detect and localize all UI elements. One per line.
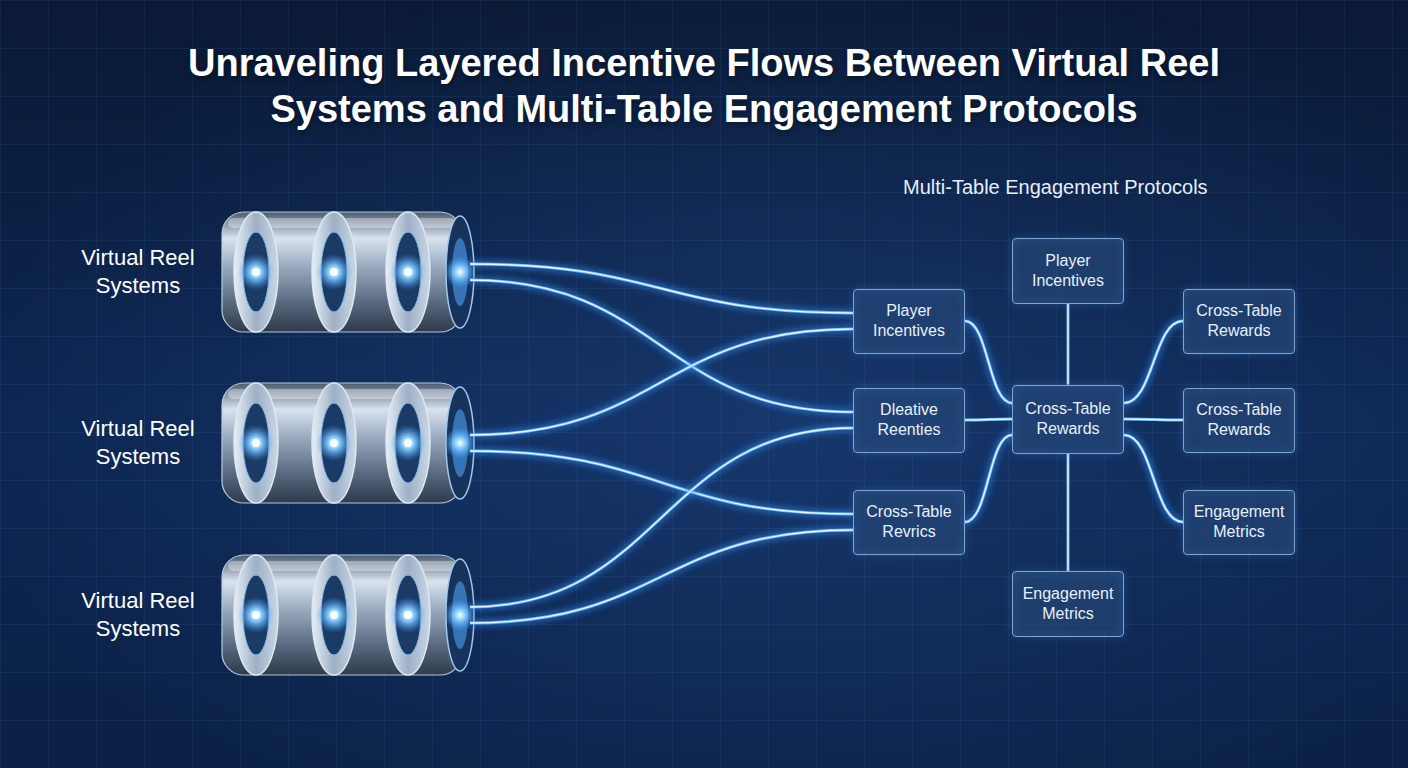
flow-core — [1124, 419, 1183, 420]
flow-core — [965, 419, 1012, 420]
flow-band — [1124, 321, 1183, 403]
flow-connector — [1124, 321, 1183, 403]
flow-glow — [1065, 454, 1072, 572]
flow-glow — [965, 321, 1012, 403]
reel-cylinder — [222, 555, 476, 675]
flow-band — [470, 530, 853, 623]
flow-glow — [965, 435, 1012, 522]
box-label: Dleative Reenties — [862, 400, 956, 440]
reel-cylinder — [222, 212, 476, 332]
flow-band — [1124, 419, 1183, 420]
flow-core — [1124, 435, 1183, 522]
flow-glow — [1124, 321, 1183, 403]
flow-core — [965, 435, 1012, 522]
protocol-box: Dleative Reenties — [853, 388, 965, 453]
flow-band — [965, 419, 1012, 420]
group-label: Multi-Table Engagement Protocols — [903, 176, 1208, 199]
flow-core — [470, 530, 853, 623]
box-label: Player Incentives — [1021, 251, 1115, 291]
diagram-title: Unraveling Layered Incentive Flows Betwe… — [114, 40, 1294, 133]
box-label: Cross-Table Rewards — [1192, 301, 1286, 341]
flow-glow — [1065, 304, 1072, 385]
protocol-box: Engagement Metrics — [1012, 571, 1124, 637]
flow-connector — [1124, 419, 1183, 420]
flow-connector — [1068, 454, 1069, 572]
protocol-box: Cross-Table Rewards — [1012, 385, 1124, 454]
flow-glow — [470, 280, 853, 412]
protocol-box: Player Incentives — [853, 289, 965, 354]
flow-core — [965, 321, 1012, 403]
flow-band — [470, 451, 853, 514]
reel-system: Virtual Reel Systems — [68, 207, 470, 337]
flow-band — [470, 280, 853, 412]
protocol-box: Player Incentives — [1012, 238, 1124, 304]
flow-connector — [1124, 435, 1183, 522]
flow-band — [1067, 304, 1070, 385]
flow-connector — [965, 419, 1012, 420]
reel-cylinder — [222, 383, 476, 503]
box-label: Cross-Table Rewards — [1021, 399, 1115, 439]
flow-glow — [470, 451, 853, 514]
flow-core — [470, 264, 853, 313]
reel-label: Virtual Reel Systems — [68, 244, 208, 300]
flow-connector — [470, 280, 853, 412]
flow-connector — [470, 451, 853, 514]
box-label: Engagement Metrics — [1021, 584, 1115, 624]
flow-band — [965, 321, 1012, 403]
flow-core — [1067, 454, 1068, 572]
reel-label: Virtual Reel Systems — [68, 587, 208, 643]
flow-connector — [470, 264, 853, 313]
flow-band — [470, 264, 853, 313]
flow-connector — [470, 329, 853, 435]
box-label: Cross-Table Revrics — [862, 502, 956, 542]
box-label: Player Incentives — [862, 301, 956, 341]
flow-band — [965, 435, 1012, 522]
title-block: Unraveling Layered Incentive Flows Betwe… — [0, 40, 1408, 133]
protocol-box: Cross-Table Revrics — [853, 490, 965, 555]
flow-glow — [470, 329, 853, 435]
flow-band — [1124, 435, 1183, 522]
reel-system: Virtual Reel Systems — [68, 550, 470, 680]
flow-core — [1067, 304, 1068, 385]
flow-glow — [1124, 419, 1183, 420]
flow-connector — [1068, 304, 1069, 385]
protocol-box: Cross-Table Rewards — [1183, 388, 1295, 453]
flow-band — [1067, 454, 1070, 572]
reel-system: Virtual Reel Systems — [68, 378, 470, 508]
protocol-box: Cross-Table Rewards — [1183, 289, 1295, 354]
flow-core — [470, 329, 853, 435]
protocol-box: Engagement Metrics — [1183, 490, 1295, 555]
flow-glow — [470, 530, 853, 623]
flow-connector — [470, 530, 853, 623]
box-label: Engagement Metrics — [1192, 502, 1286, 542]
flow-glow — [1124, 435, 1183, 522]
box-label: Cross-Table Rewards — [1192, 400, 1286, 440]
flow-core — [1124, 321, 1183, 403]
flow-core — [470, 451, 853, 514]
reel-label: Virtual Reel Systems — [68, 415, 208, 471]
flow-connector — [965, 321, 1012, 403]
flow-glow — [965, 419, 1012, 420]
flow-band — [470, 329, 853, 435]
flow-glow — [470, 264, 853, 313]
flow-core — [470, 280, 853, 412]
flow-connector — [965, 435, 1012, 522]
